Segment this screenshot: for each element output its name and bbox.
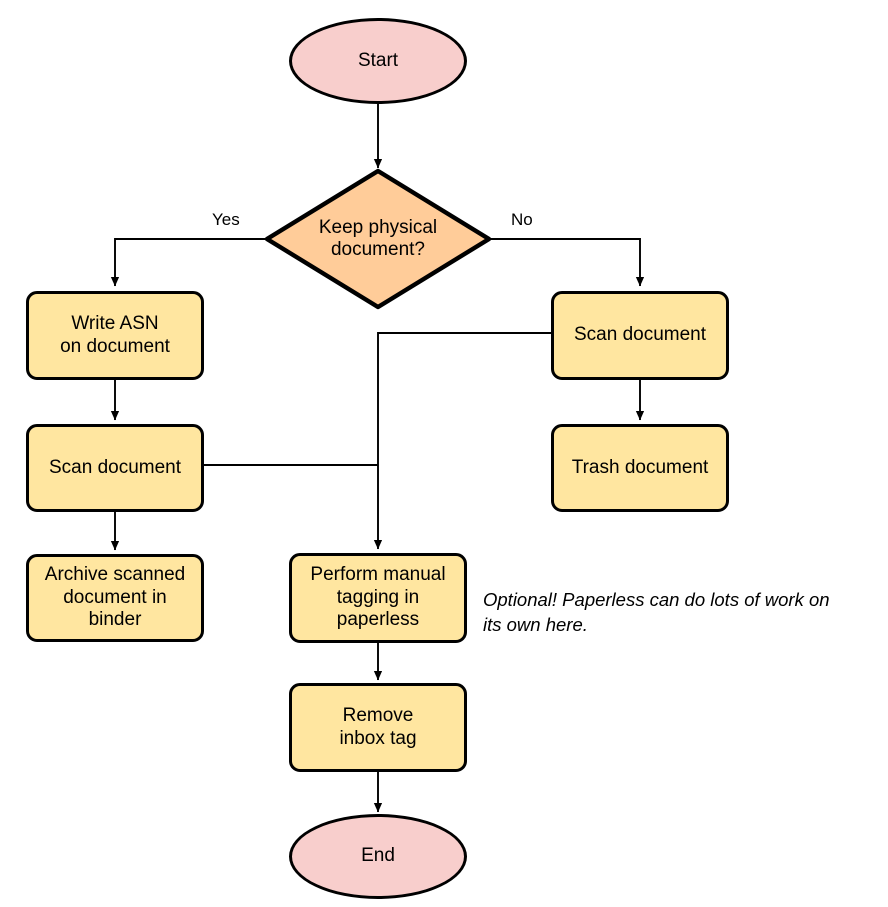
- edge-scan-right-to-manual-tagging: [373, 332, 551, 550]
- node-trash-document-label: Trash document: [571, 456, 709, 478]
- annotation-optional-note-line2: its own here.: [483, 613, 588, 635]
- node-write-asn-on-document[interactable]: Write ASN on document: [26, 291, 204, 380]
- node-trash-document[interactable]: Trash document: [551, 424, 729, 512]
- decision-diamond-shape: [264, 168, 492, 310]
- annotation-optional-note-line1: Optional! Paperless can do lots of work …: [483, 589, 830, 610]
- node-write-asn-label-line2: on document: [60, 335, 170, 357]
- node-archive-label-line2: document in: [63, 586, 167, 608]
- edge-label-no-text: No: [511, 210, 533, 229]
- node-manual-tagging-label: Perform manual tagging in paperless: [310, 564, 445, 631]
- node-manual-tagging-label-line3: paperless: [336, 609, 420, 631]
- edge-decision-yes-to-write-asn: [110, 238, 266, 287]
- node-remove-inbox-label-line1: Remove: [342, 705, 414, 727]
- node-write-asn-label: Write ASN on document: [60, 313, 170, 358]
- node-decision-label-line2: document?: [330, 239, 425, 260]
- node-end-label: End: [361, 845, 395, 867]
- node-decision-label: Keep physical document?: [319, 217, 437, 262]
- node-perform-manual-tagging-in-paperless[interactable]: Perform manual tagging in paperless: [289, 553, 467, 643]
- node-archive-scanned-document-in-binder[interactable]: Archive scanned document in binder: [26, 554, 204, 642]
- node-decision-keep-physical-document[interactable]: Keep physical document?: [264, 168, 492, 310]
- node-archive-label: Archive scanned document in binder: [45, 564, 185, 631]
- edge-label-yes-text: Yes: [212, 210, 240, 229]
- edge-label-yes: Yes: [209, 210, 243, 230]
- node-remove-inbox-tag[interactable]: Remove inbox tag: [289, 683, 467, 772]
- node-archive-label-line1: Archive scanned: [44, 564, 186, 586]
- node-archive-label-line3: binder: [88, 609, 142, 631]
- node-remove-inbox-label: Remove inbox tag: [339, 705, 416, 750]
- edge-label-no: No: [508, 210, 536, 230]
- node-start[interactable]: Start: [289, 18, 467, 104]
- node-remove-inbox-label-line2: inbox tag: [339, 727, 417, 749]
- edge-decision-no-to-scan-right: [490, 238, 645, 287]
- node-end[interactable]: End: [289, 814, 467, 899]
- node-scan-document-left-label: Scan document: [48, 456, 182, 478]
- node-scan-document-right[interactable]: Scan document: [551, 291, 729, 380]
- node-manual-tagging-label-line2: tagging in: [336, 586, 420, 608]
- node-scan-document-right-label: Scan document: [573, 324, 707, 346]
- node-scan-document-left[interactable]: Scan document: [26, 424, 204, 512]
- node-write-asn-label-line1: Write ASN: [71, 313, 159, 335]
- annotation-optional-note: Optional! Paperless can do lots of work …: [483, 588, 883, 638]
- node-start-label: Start: [357, 49, 399, 71]
- node-manual-tagging-label-line1: Perform manual: [310, 564, 446, 586]
- node-decision-label-line1: Keep physical: [318, 216, 438, 238]
